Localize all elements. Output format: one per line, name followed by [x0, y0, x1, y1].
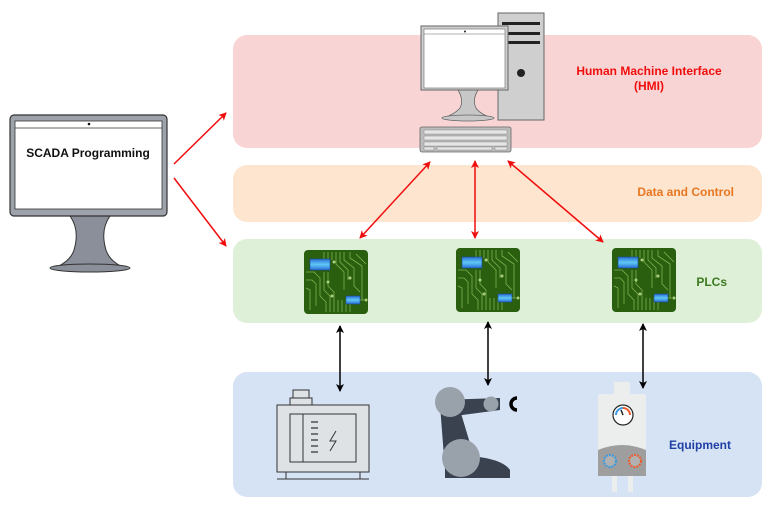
scada-monitor-icon — [9, 114, 168, 273]
robotic-arm-icon — [435, 387, 518, 478]
equipment-label: Equipment — [669, 438, 731, 452]
scada-to-plc-arrow — [173, 177, 227, 247]
scada-to-hmi-arrow — [173, 112, 227, 165]
hmi-plc3-arrow — [507, 160, 604, 243]
data-control-layer: Data and Control — [233, 165, 762, 222]
hmi-label: Human Machine Interface (HMI) — [554, 64, 744, 94]
hmi-plc1-arrow — [359, 161, 431, 239]
hmi-label-line2: (HMI) — [634, 79, 664, 93]
scada-programming-label: SCADA Programming — [26, 146, 150, 160]
generator-icon — [276, 389, 370, 480]
water-heater-icon — [598, 382, 646, 492]
hmi-computer-icon — [419, 12, 545, 153]
hmi-label-line1: Human Machine Interface — [576, 64, 722, 78]
plc-label: PLCs — [696, 275, 727, 289]
plc-board-3-icon — [611, 247, 677, 313]
plc-board-1-icon — [303, 249, 369, 315]
data-control-label: Data and Control — [637, 185, 734, 199]
plc-board-2-icon — [455, 247, 521, 313]
